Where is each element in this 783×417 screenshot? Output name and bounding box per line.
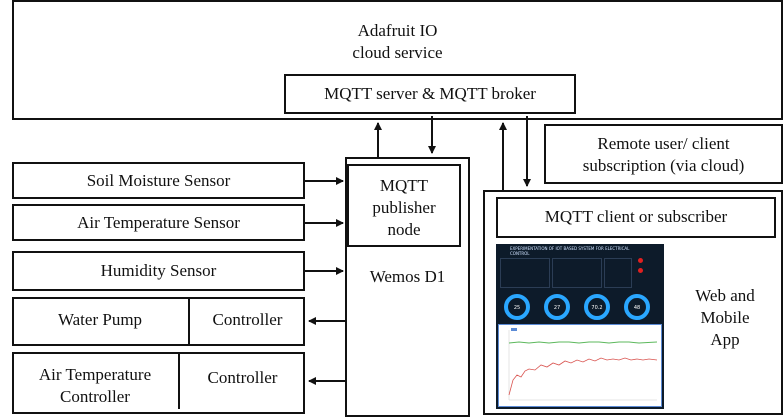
water-pump-box <box>12 297 305 346</box>
dashboard-panel-2 <box>552 258 602 288</box>
air-temperature-sensor-label: Air Temperature Sensor <box>77 213 240 232</box>
series-red-line <box>508 357 658 396</box>
gauge-2-value: 27 <box>553 305 561 311</box>
gauge-2: 27 <box>544 294 570 320</box>
app-label-line2: Mobile <box>700 308 750 327</box>
status-led-icon <box>638 258 643 263</box>
water-pump-controller-label: Controller <box>212 310 283 329</box>
dashboard-screenshot: EXPERIMENTATION OF IOT BASED SYSTEM FOR … <box>496 244 664 409</box>
dashboard-chart-svg <box>508 328 658 401</box>
air-temperature-controller-divider <box>178 352 180 409</box>
remote-user-box <box>544 124 783 184</box>
cloud-title-line2: cloud service <box>352 43 443 62</box>
dashboard-header: EXPERIMENTATION OF IOT BASED SYSTEM FOR … <box>510 246 630 256</box>
mqtt-broker-label: MQTT server & MQTT broker <box>324 84 536 103</box>
dashboard-line-chart <box>498 324 662 407</box>
app-label-line3: App <box>710 330 740 349</box>
chart-legend-swatch <box>511 328 517 331</box>
publisher-node-line2: publisher <box>372 198 436 217</box>
soil-moisture-sensor-label: Soil Moisture Sensor <box>86 171 231 190</box>
cloud-title-line1: Adafruit IO <box>357 21 438 40</box>
air-temperature-controller-line1: Air Temperature <box>38 365 152 384</box>
water-pump-label: Water Pump <box>57 310 143 329</box>
water-pump-divider <box>188 297 190 346</box>
gauge-4: 48 <box>624 294 650 320</box>
publisher-node-line3: node <box>387 220 421 239</box>
dashboard-panel-3 <box>604 258 632 288</box>
app-label-line1: Web and <box>695 286 755 305</box>
gauge-3-value: 70.2 <box>591 305 603 311</box>
remote-user-line1: Remote user/ client <box>597 134 730 153</box>
gauge-1-value: 25 <box>513 305 521 311</box>
mqtt-client-label: MQTT client or subscriber <box>544 207 728 226</box>
publisher-node-line1: MQTT <box>379 176 429 195</box>
humidity-sensor-box <box>12 251 305 291</box>
status-led-icon <box>638 268 643 273</box>
remote-user-line2: subscription (via cloud) <box>582 156 745 175</box>
gauge-3: 70.2 <box>584 294 610 320</box>
series-green-line <box>508 341 658 344</box>
wemos-d1-label: Wemos D1 <box>369 267 446 286</box>
gauge-4-value: 48 <box>633 305 641 311</box>
air-temperature-controller-box <box>12 352 305 414</box>
air-temperature-controller-line2: Controller <box>60 387 130 406</box>
gauge-1: 25 <box>504 294 530 320</box>
dashboard-panel-1 <box>500 258 550 288</box>
soil-moisture-sensor-box <box>12 162 305 199</box>
air-temperature-sensor-box <box>12 204 305 241</box>
air-temperature-controller-controller-label: Controller <box>207 368 278 387</box>
mqtt-broker-box <box>284 74 576 114</box>
humidity-sensor-label: Humidity Sensor <box>100 261 217 280</box>
mqtt-publisher-node-box <box>347 164 461 247</box>
mqtt-client-box <box>496 197 776 238</box>
